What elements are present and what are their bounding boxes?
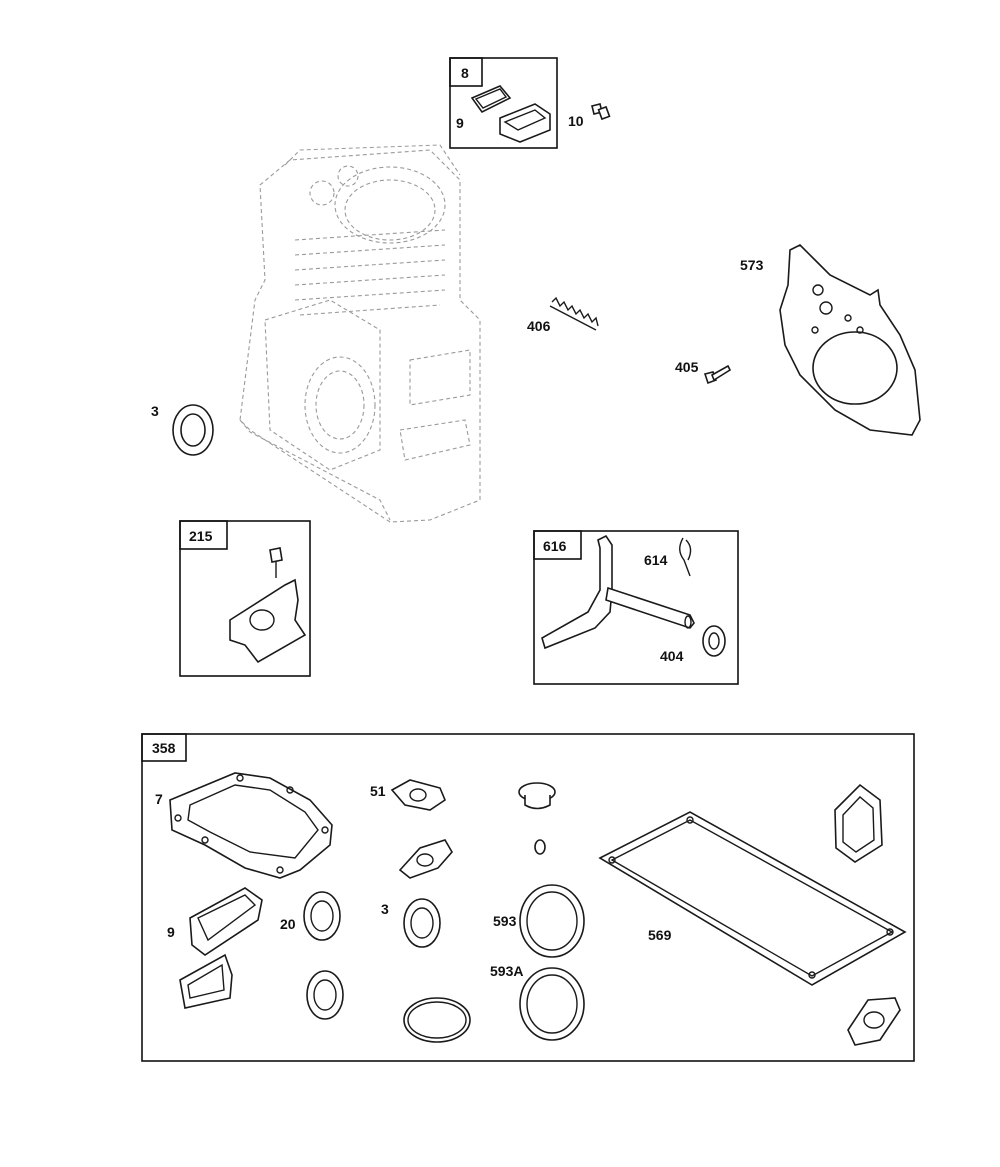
plug-top <box>518 782 556 855</box>
label-3-left: 3 <box>151 403 159 419</box>
gasket-9-lower: 9 <box>167 887 263 1009</box>
label-405: 405 <box>675 359 699 375</box>
kit-box-616: 616 614 404 <box>533 530 739 685</box>
spring-406: 406 <box>527 296 599 334</box>
label-8: 8 <box>461 65 469 81</box>
gasket-51: 51 <box>370 779 446 811</box>
label-3-lower: 3 <box>381 901 389 917</box>
seal-3-lower: 3 <box>381 898 471 1043</box>
kit-box-358: 358 <box>141 733 915 1062</box>
label-9-lower: 9 <box>167 924 175 940</box>
seal-20: 20 <box>280 891 344 1020</box>
label-593A: 593A <box>490 963 523 979</box>
kit-box-8: 8 9 <box>449 57 558 149</box>
kit-box-215: 215 <box>179 520 311 677</box>
gasket-right-top <box>834 783 883 863</box>
gasket-right-bottom <box>847 997 901 1046</box>
gasket-51b <box>398 839 453 879</box>
label-7: 7 <box>155 791 163 807</box>
label-10: 10 <box>568 113 584 129</box>
label-51: 51 <box>370 783 386 799</box>
label-573: 573 <box>740 257 764 273</box>
seal-3-left: 3 <box>151 403 214 456</box>
label-569: 569 <box>648 927 672 943</box>
bolt-405: 405 <box>675 359 732 385</box>
head-gasket-7: 7 <box>155 772 333 879</box>
label-215: 215 <box>189 528 213 544</box>
label-614: 614 <box>644 552 668 568</box>
engine-block-outline <box>239 144 481 523</box>
gasket-593: 593 <box>493 884 585 958</box>
label-616: 616 <box>543 538 567 554</box>
gasket-593A: 593A <box>490 963 585 1041</box>
label-358: 358 <box>152 740 176 756</box>
label-593: 593 <box>493 913 517 929</box>
bolt-10: 10 <box>568 103 611 129</box>
label-20: 20 <box>280 916 296 932</box>
label-406: 406 <box>527 318 551 334</box>
label-9-top: 9 <box>456 115 464 131</box>
baffle-573: 573 <box>740 244 921 436</box>
label-404: 404 <box>660 648 684 664</box>
gasket-569: 569 <box>598 811 907 986</box>
